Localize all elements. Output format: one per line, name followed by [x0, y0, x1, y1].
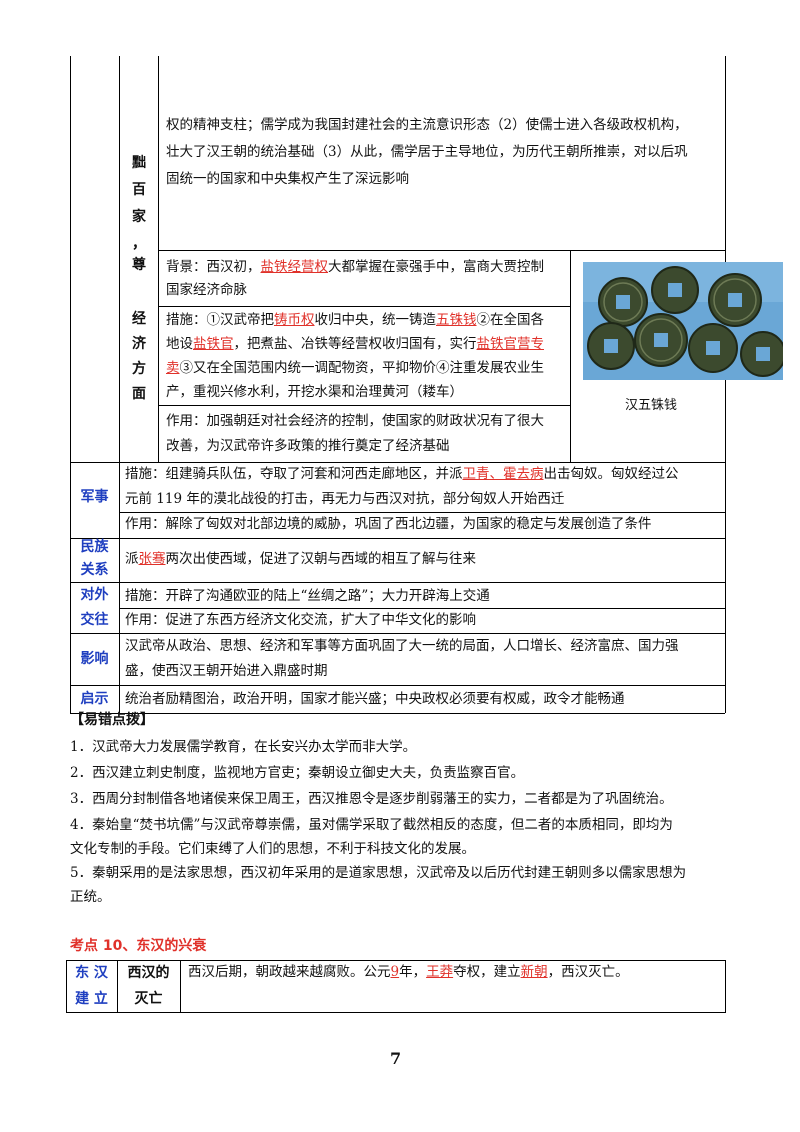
economy-char: 济	[132, 336, 146, 352]
keyword: 新朝	[520, 964, 548, 980]
influence-line: 汉武帝从政治、思想、经济和军事等方面巩固了大一统的局面，人口增长、经济富庶、国力…	[125, 638, 679, 654]
ethnic-text: 派张骞两次出使西域，促进了汉朝与西域的相互了解与往来	[125, 546, 476, 573]
ethnic-label-1: 民族	[80, 539, 109, 555]
economy-measure-line: 卖③又在全国范围内统一调配物资，平抑物价④注重发展农业生	[166, 355, 544, 382]
economy-char: 经	[132, 311, 146, 327]
keyword: 盐铁官营专	[476, 336, 545, 352]
tip-item: 4．秦始皇“焚书坑儒”与汉武帝尊崇儒，虽对儒学采取了截然相反的态度，但二者的本质…	[70, 817, 673, 833]
economy-char: 方	[132, 361, 146, 377]
confucian-text-line: 固统一的国家和中央集权产生了深远影响	[166, 171, 409, 187]
tip-item: 2．西汉建立刺史制度，监视地方官吏；秦朝设立御史大夫，负责监察百官。	[70, 765, 525, 781]
side-char: 黜	[132, 155, 146, 171]
keyword: 张骞	[138, 551, 166, 567]
confucian-text-line: 壮大了汉王朝的统治基础（3）从此，儒学居于主导地位，为历代王朝所推崇，对以后巩	[166, 144, 688, 160]
text: 年，	[399, 964, 427, 980]
text: ，把煮盐、冶铁等经营权收归国有，实行	[233, 336, 477, 352]
economy-effect-line: 改善，为汉武帝许多政策的推行奠定了经济基础	[166, 438, 450, 454]
side-char: ，	[132, 236, 146, 252]
tip-item: 5．秦朝采用的是法家思想，西汉初年采用的是道家思想，汉武帝及以后历代封建王朝则多…	[70, 865, 687, 881]
confucian-text-line: 权的精神支柱；儒学成为我国封建社会的主流意识形态（2）使儒士进入各级政权机构，	[166, 117, 688, 133]
text: 出击匈奴。匈奴经过公	[543, 466, 679, 482]
keyword: 五铢钱	[436, 312, 477, 328]
military-measure-line: 措施：组建骑兵队伍，夺取了河套和河西走廊地区，并派卫青、霍去病出击匈奴。匈奴经过…	[125, 461, 679, 488]
influence-line: 盛，使西汉王朝开始进入鼎盛时期	[125, 663, 328, 679]
ethnic-label-2: 关系	[80, 562, 109, 578]
text: 措施：①汉武帝把	[166, 312, 274, 328]
coin-caption: 汉五铢钱	[625, 398, 678, 413]
economy-background-line: 背景：西汉初，盐铁经营权大都掌握在豪强手中，富商大贾控制	[166, 254, 544, 281]
text: 收归中央，统一铸造	[314, 312, 437, 328]
west-han-fall-label-1: 西汉的	[127, 965, 170, 981]
keyword: 卖	[166, 360, 180, 376]
keyword: 铸币权	[274, 312, 315, 328]
east-han-label-2: 建 立	[75, 991, 108, 1007]
enlighten-text: 统治者励精图治，政治开明，国家才能兴盛；中央政权必须要有权威，政令才能畅通	[125, 691, 625, 707]
side-char: 百	[132, 182, 146, 198]
economy-measure-line: 产，重视兴修水利，开挖水渠和治理黄河（耧车）	[166, 384, 463, 400]
coin-photo	[583, 262, 786, 380]
side-char: 尊	[132, 257, 146, 273]
foreign-measure: 措施：开辟了沟通欧亚的陆上“丝绸之路”；大力开辟海上交通	[125, 588, 490, 604]
foreign-label-2: 交往	[80, 612, 109, 628]
text: 背景：西汉初，	[166, 259, 261, 275]
keyword: 卫青、霍去病	[462, 466, 544, 482]
economy-measure-line: 措施：①汉武帝把铸币权收归中央，统一铸造五铢钱②在全国各	[166, 307, 544, 334]
foreign-label-1: 对外	[80, 587, 109, 603]
text: 夺权，建立	[453, 964, 521, 980]
side-char: 家	[132, 209, 146, 225]
tip-item: 文化专制的手段。它们束缚了人们的思想，不利于科技文化的发展。	[70, 841, 475, 857]
text: ③又在全国范围内统一调配物资，平抑物价④注重发展农业生	[179, 360, 545, 376]
economy-char: 面	[132, 386, 146, 402]
economy-measure-line: 地设盐铁官，把煮盐、冶铁等经营权收归国有，实行盐铁官营专	[166, 331, 544, 358]
tip-item: 正统。	[70, 889, 111, 905]
foreign-effect: 作用：促进了东西方经济文化交流，扩大了中华文化的影响	[125, 612, 476, 628]
west-han-fall-label-2: 灭亡	[134, 991, 163, 1007]
text: 地设	[166, 336, 193, 352]
economy-effect-line: 作用：加强朝廷对社会经济的控制，使国家的财政状况有了很大	[166, 413, 544, 429]
military-label: 军事	[80, 489, 109, 505]
text: ②在全国各	[476, 312, 545, 328]
text: 两次出使西域，促进了汉朝与西域的相互了解与往来	[165, 551, 477, 567]
keyword: 9	[390, 964, 400, 980]
section-10-title: 考点 10、东汉的兴衰	[70, 938, 207, 954]
economy-background-line: 国家经济命脉	[166, 282, 247, 298]
keyword: 盐铁经营权	[260, 259, 329, 275]
wuzhu-coin-image	[583, 262, 786, 380]
tips-heading: 【易错点拨】	[70, 712, 154, 728]
military-measure-line: 元前 119 年的漠北战役的打击，再无力与西汉对抗，部分匈奴人开始西迁	[125, 491, 565, 507]
text: 西汉后期，朝政越来越腐败。公元	[188, 964, 391, 980]
enlighten-label: 启示	[80, 691, 109, 707]
influence-label: 影响	[80, 651, 109, 667]
military-effect: 作用：解除了匈奴对北部边境的威胁，巩固了西北边疆，为国家的稳定与发展创造了条件	[125, 516, 652, 532]
page-number: 7	[390, 1049, 402, 1068]
text: 派	[125, 551, 139, 567]
text: ，西汉灭亡。	[547, 964, 629, 980]
east-han-label-1: 东 汉	[75, 965, 108, 981]
tip-item: 1．汉武帝大力发展儒学教育，在长安兴办太学而非大学。	[70, 739, 417, 755]
text: 措施：组建骑兵队伍，夺取了河套和河西走廊地区，并派	[125, 466, 463, 482]
tip-item: 3．西周分封制借各地诸侯来保卫周王，西汉推恩令是逐步削弱藩王的实力，二者都是为了…	[70, 791, 673, 807]
keyword: 王莽	[426, 964, 454, 980]
text: 大都掌握在豪强手中，富商大贾控制	[328, 259, 544, 275]
keyword: 盐铁官	[193, 336, 234, 352]
west-han-fall-text: 西汉后期，朝政越来越腐败。公元9年，王莽夺权，建立新朝，西汉灭亡。	[188, 960, 629, 984]
